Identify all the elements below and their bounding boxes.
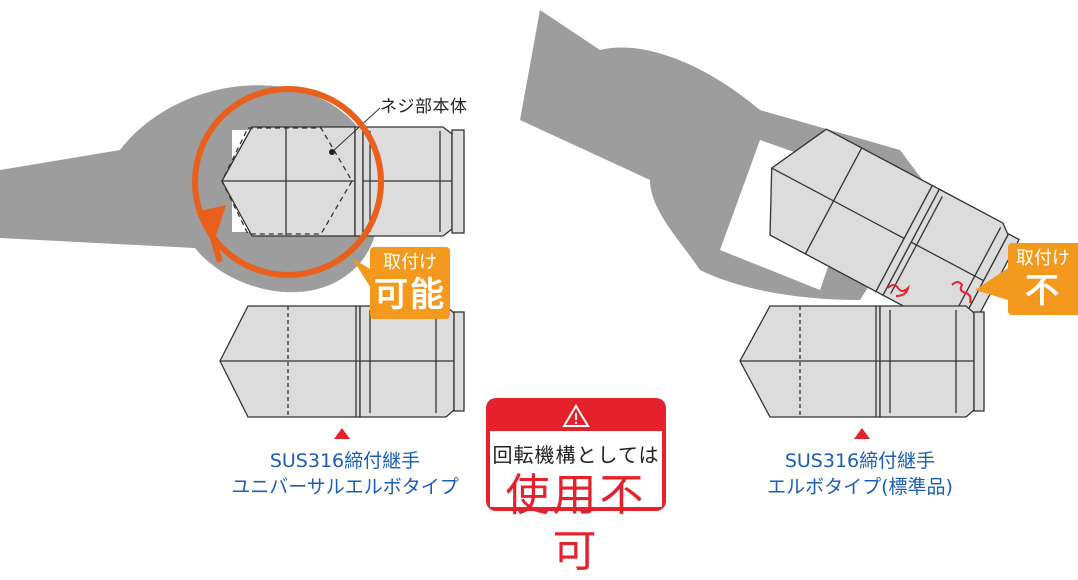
collision-mark-left — [887, 284, 910, 297]
right-caption-line1: SUS316締付継手 — [784, 450, 936, 472]
right-badge-big: 不可 — [1025, 271, 1061, 351]
rotation-arrow-icon — [196, 205, 226, 242]
screw-body-label: ネジ部本体 — [380, 97, 468, 117]
right-badge: 取付け 不可 — [1008, 243, 1078, 351]
collision-mark-right — [951, 281, 972, 304]
callout-dot — [329, 149, 335, 155]
left-upper-fitting — [221, 126, 465, 237]
left-badge-small: 取付け — [383, 252, 437, 273]
left-caption: SUS316締付継手 ユニバーサルエルボタイプ — [220, 448, 470, 500]
right-wrench — [520, 10, 930, 300]
right-caption-line2: エルボタイプ(標準品) — [767, 476, 953, 498]
warning-line1: 回転機構としては — [492, 443, 660, 467]
right-lower-fitting — [739, 305, 985, 418]
left-badge-pointer — [352, 258, 372, 290]
callout-leader — [331, 107, 381, 153]
right-badge-small: 取付け — [1016, 248, 1070, 269]
right-marker-icon — [854, 428, 870, 439]
left-badge: 取付け 可能 — [370, 247, 450, 319]
left-badge-big: 可能 — [374, 275, 446, 315]
left-lower-fitting — [219, 305, 465, 418]
left-wrench — [0, 85, 375, 293]
warning-box: 回転機構としては 使用不可 — [486, 398, 666, 577]
warning-inner: 回転機構としては 使用不可 — [490, 431, 662, 577]
warning-triangle-icon — [562, 404, 590, 427]
left-caption-line2: ユニバーサルエルボタイプ — [231, 476, 459, 498]
left-marker-icon — [334, 428, 350, 439]
right-upper-fitting — [769, 128, 1020, 335]
diagram-canvas — [0, 10, 1020, 418]
right-badge-pointer — [975, 268, 1008, 300]
right-caption: SUS316締付継手 エルボタイプ(標準品) — [745, 448, 975, 500]
left-caption-line1: SUS316締付継手 — [269, 450, 421, 472]
rotation-circle — [192, 86, 384, 278]
warning-line2: 使用不可 — [505, 470, 647, 577]
